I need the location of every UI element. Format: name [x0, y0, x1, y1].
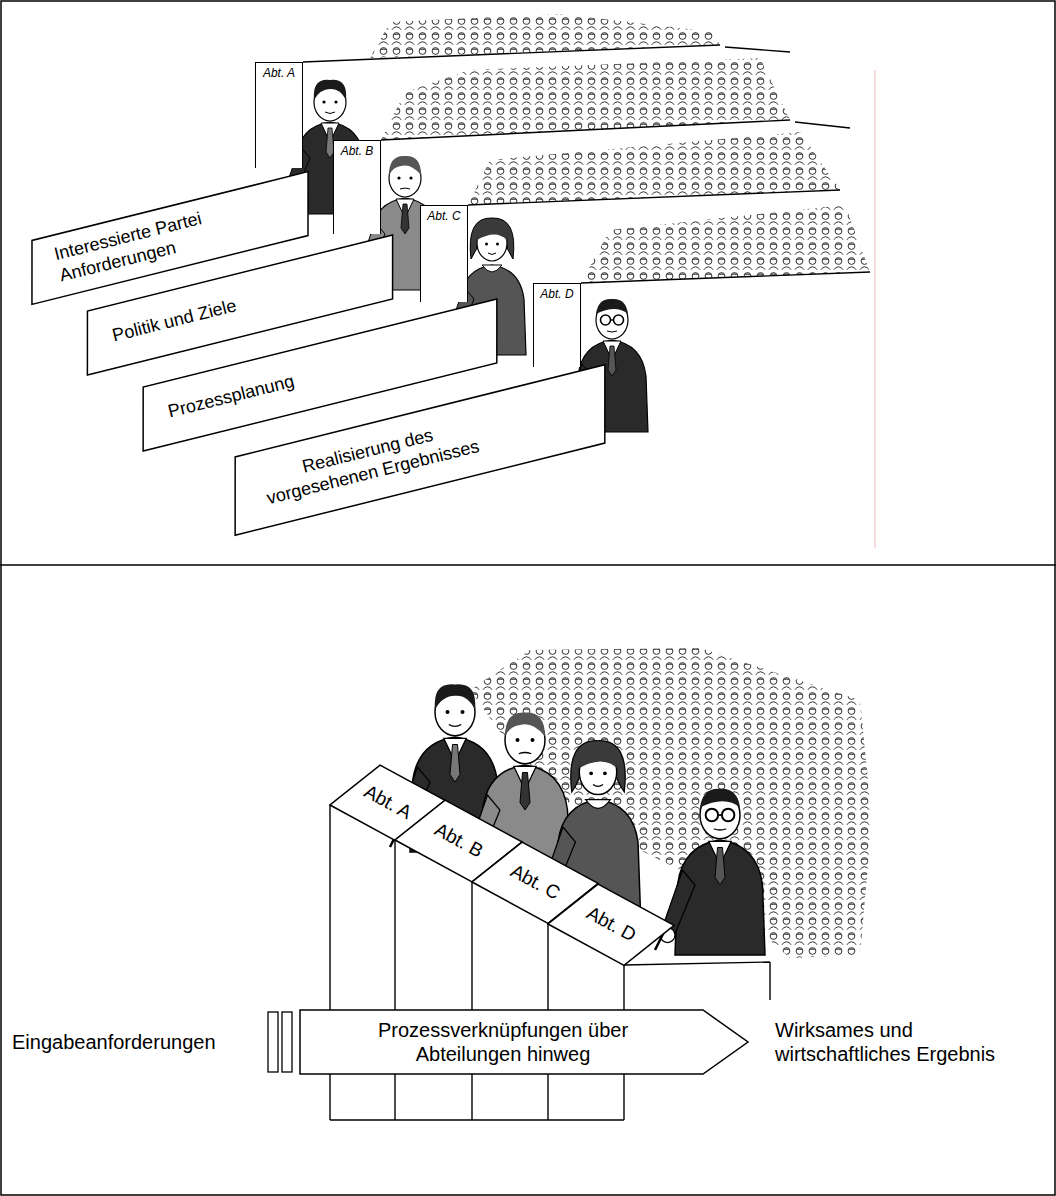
input-bars-part	[282, 1012, 292, 1072]
crowd-top-part	[370, 14, 720, 58]
crowd-top-part	[581, 205, 870, 283]
margin-line	[875, 70, 876, 548]
crowd-top-part	[468, 132, 840, 205]
department-panel: Abt. A	[255, 62, 303, 168]
arrow-text: Prozessverknüpfungen über Abteilungen hi…	[348, 1018, 658, 1066]
input-label-slot: Eingabeanforderungen	[12, 1030, 216, 1054]
partition-lines-part	[581, 272, 870, 283]
cell-divider	[0, 564, 1056, 566]
department-panel: Abt. B	[333, 140, 381, 234]
counter-outline-part	[471, 882, 472, 1120]
counter-segment-outline	[548, 872, 674, 977]
partition-lines-part	[381, 120, 790, 140]
department-panel: Abt. D	[533, 283, 581, 367]
output-label: Wirksames und wirtschaftliches Ergebnis	[775, 1018, 1035, 1066]
process-band-outline	[217, 365, 624, 536]
input-bars-part	[268, 1012, 278, 1072]
person-figure	[655, 789, 765, 955]
department-panel: Abt. C	[420, 205, 468, 302]
partition-lines-part	[795, 122, 850, 128]
counter-outline-part	[769, 962, 770, 1000]
counter-outline-part	[330, 1119, 624, 1120]
department-label: Abt. D	[538, 287, 576, 301]
input-label: Eingabeanforderungen	[12, 1030, 216, 1054]
partition-lines-part	[725, 47, 790, 52]
input-bars	[268, 1012, 292, 1072]
process-arrow-outline	[300, 1010, 748, 1074]
department-label: Abt. A	[260, 66, 298, 80]
crowd-top-part	[381, 58, 790, 140]
counter-outline-part	[624, 962, 770, 965]
counter-outline-part	[394, 840, 395, 1120]
partition-lines-part	[468, 190, 840, 205]
counter-segment: Abt. D	[548, 872, 674, 977]
output-label-slot: Wirksames und wirtschaftliches Ergebnis	[775, 1018, 1035, 1066]
department-label: Abt. C	[425, 209, 463, 223]
partition-lines-part	[303, 45, 720, 62]
process-arrow: Prozessverknüpfungen über Abteilungen hi…	[300, 1010, 748, 1074]
department-label: Abt. B	[338, 144, 376, 158]
